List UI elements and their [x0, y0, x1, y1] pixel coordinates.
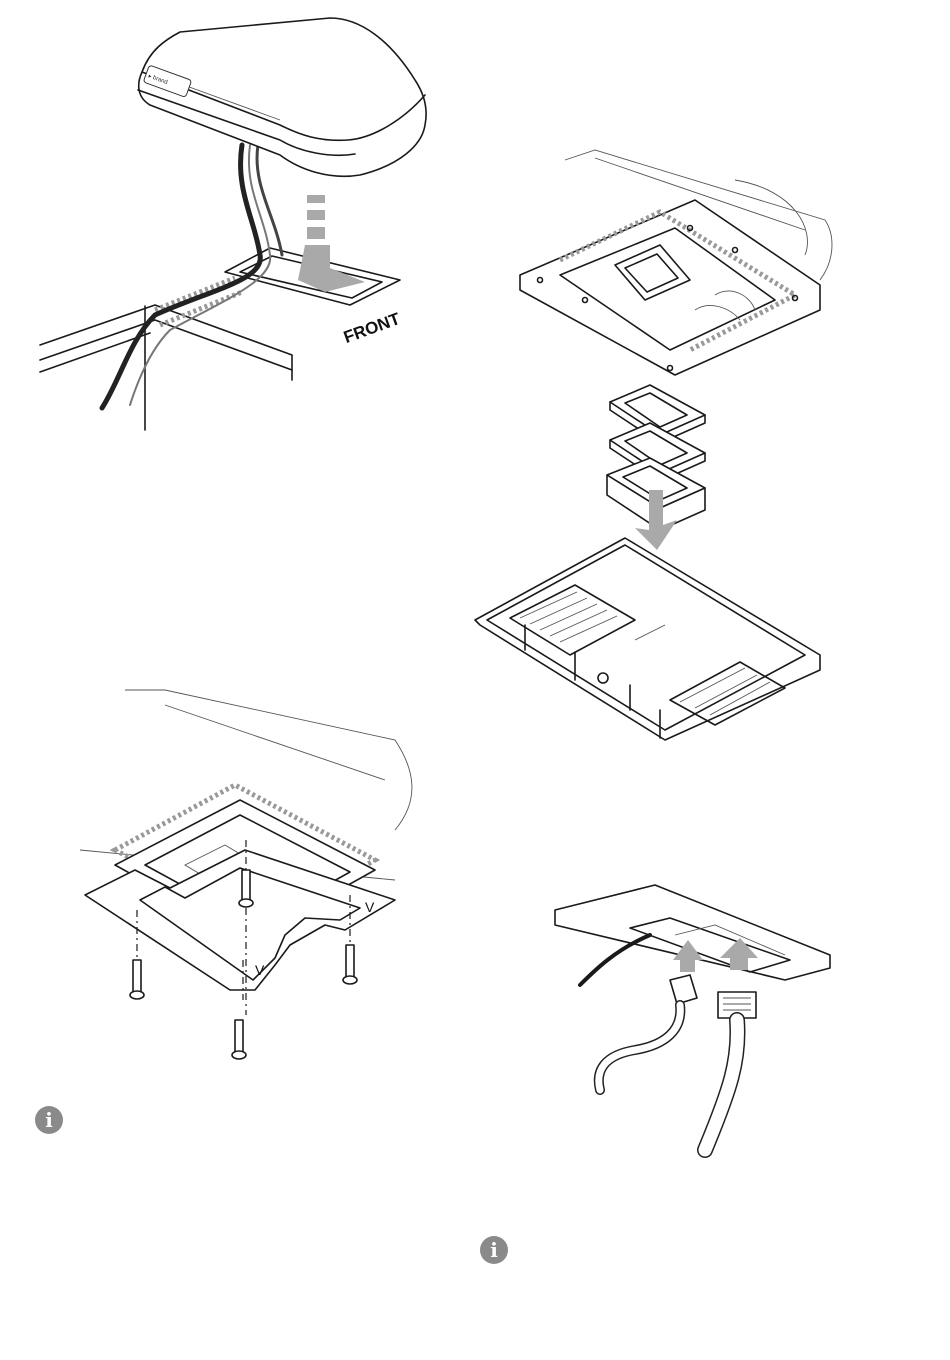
- plate-mark: V: [365, 899, 375, 915]
- info-icon-glyph: i: [35, 1106, 63, 1134]
- figure-plate-screws: V V: [75, 690, 455, 1070]
- screw: [130, 960, 144, 999]
- info-icon: i: [480, 1236, 508, 1264]
- figure-adapter-stack: [465, 140, 935, 750]
- figure-unit-mounting: ▸ brand FRONT: [30, 10, 450, 430]
- figure-cable-connectors: [555, 880, 845, 1160]
- info-icon: i: [35, 1106, 63, 1134]
- screw: [343, 945, 357, 984]
- info-icon-glyph: i: [480, 1236, 508, 1264]
- screw: [232, 1020, 246, 1059]
- front-label: FRONT: [341, 309, 403, 347]
- plate-mark: V: [255, 962, 265, 978]
